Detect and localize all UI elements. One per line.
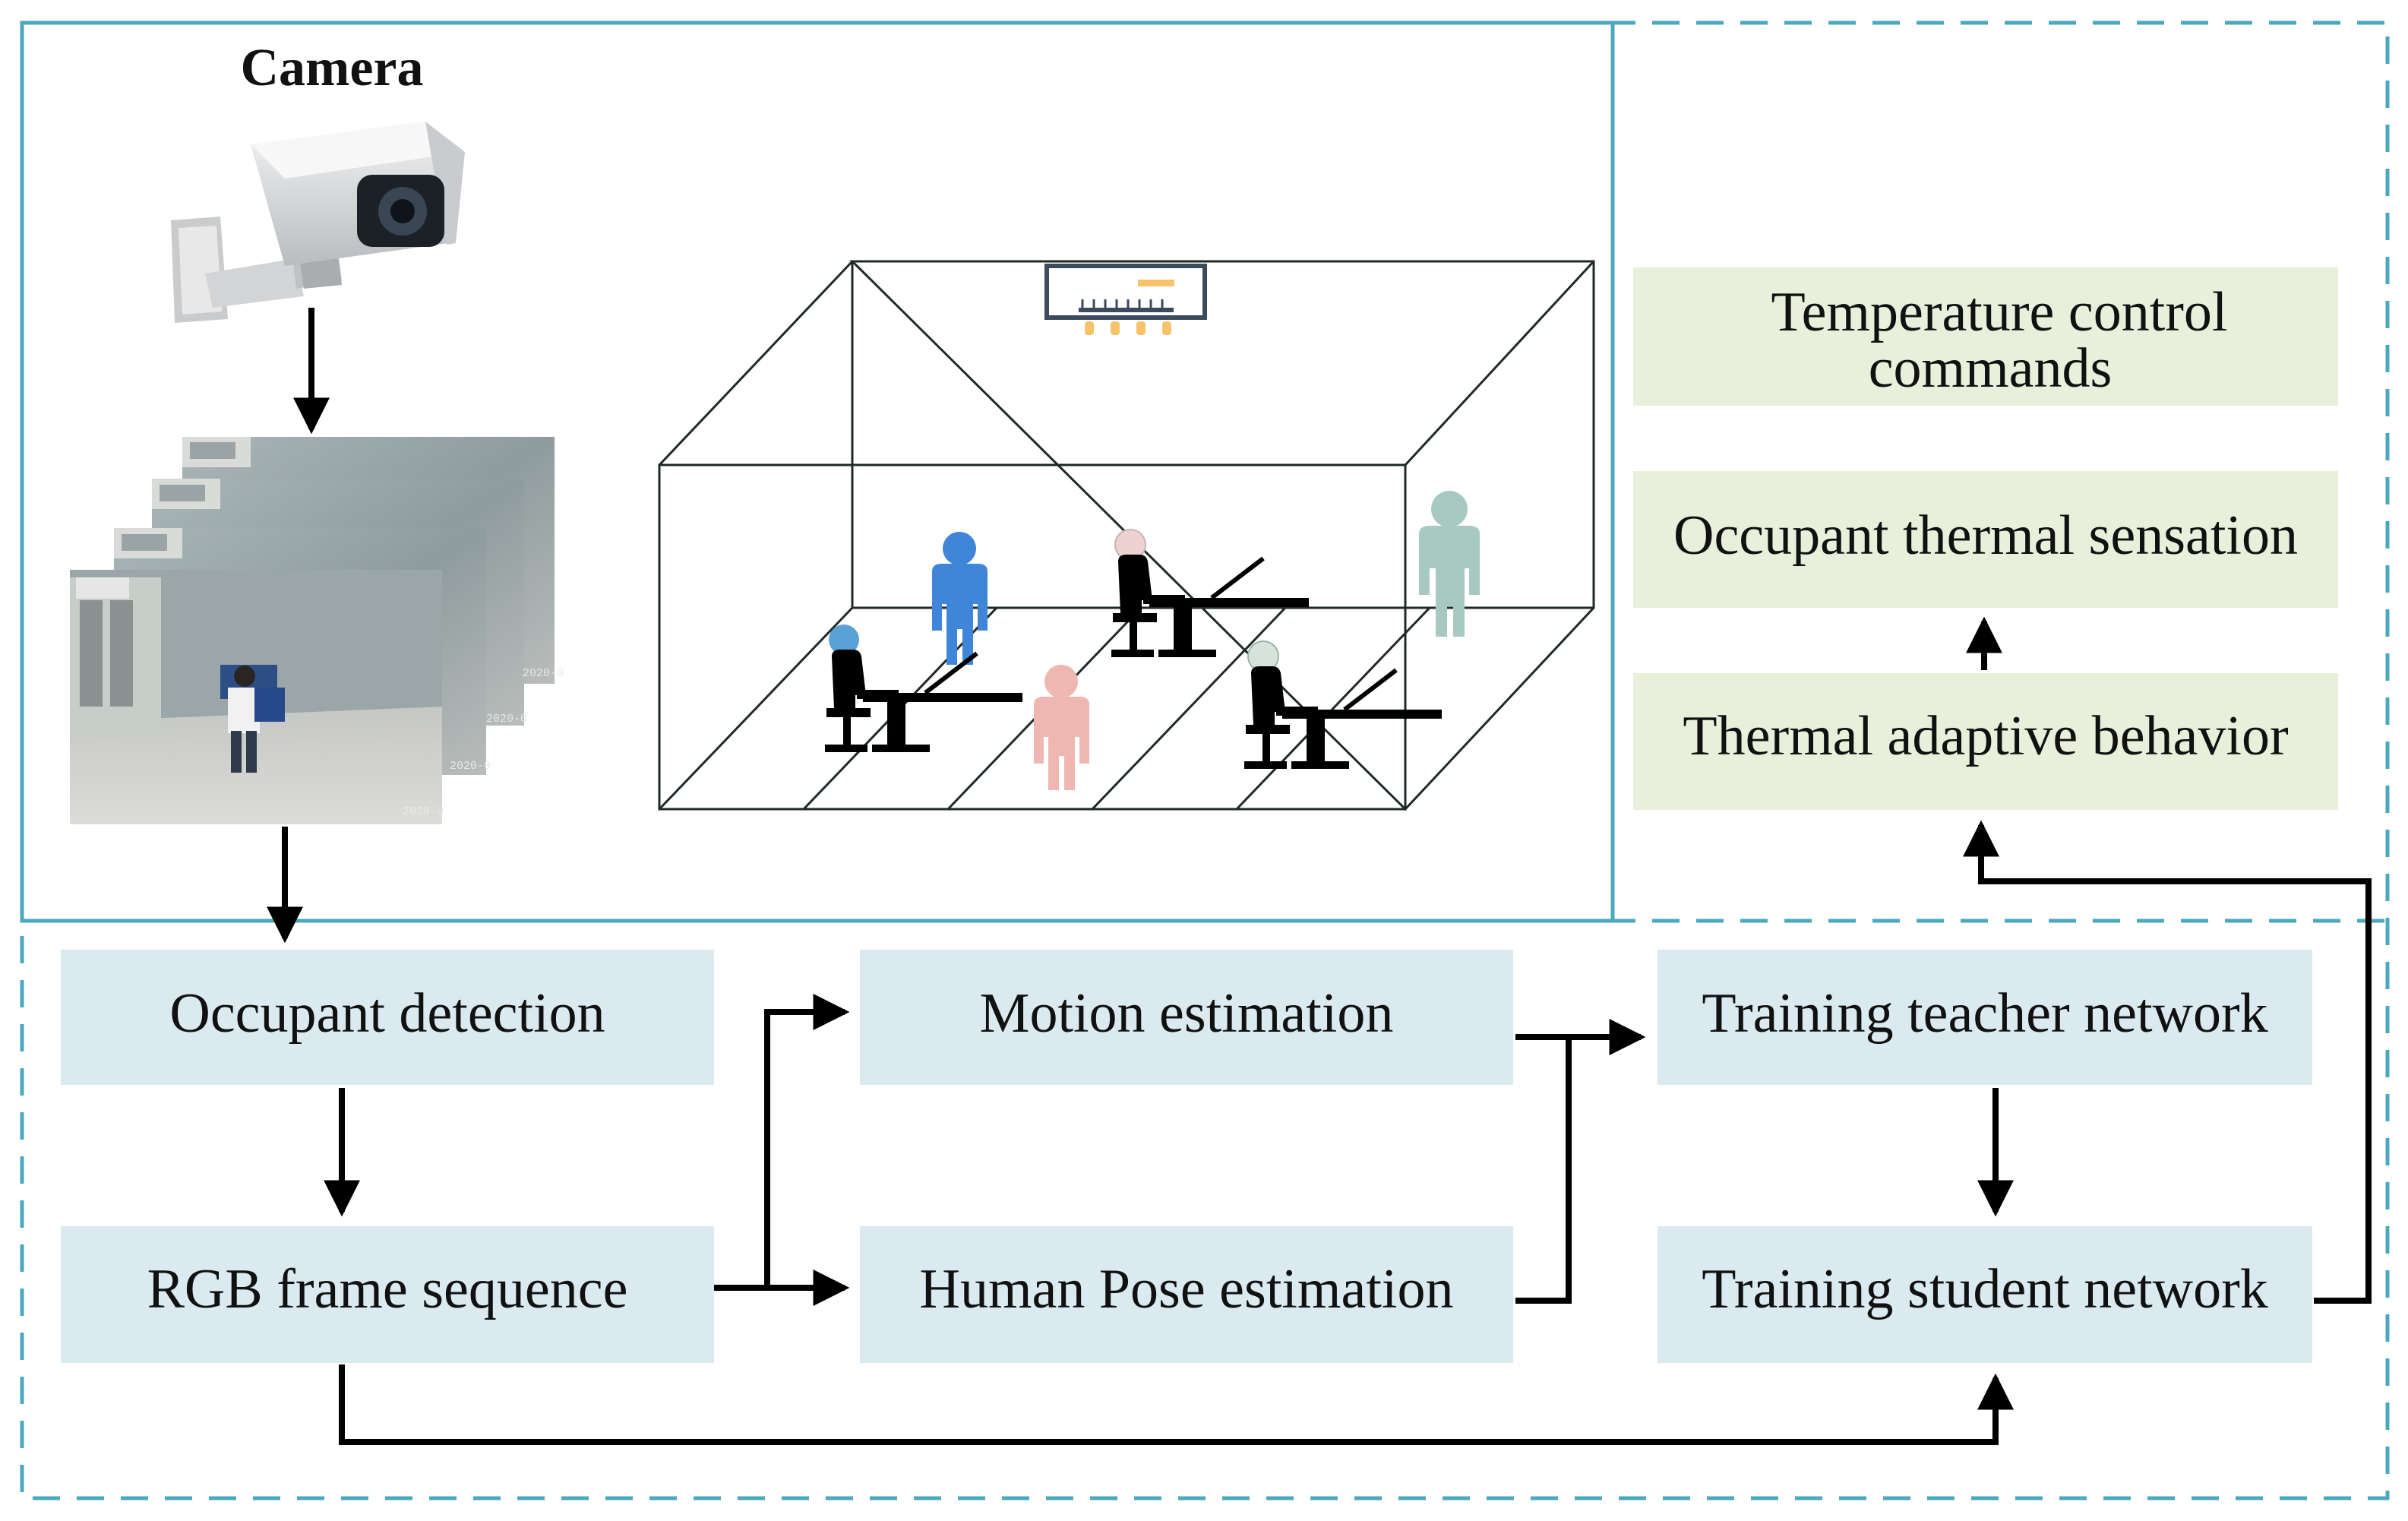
thermal-sensation-box: Occupant thermal sensation: [1633, 471, 2338, 608]
motion-estimation-box: Motion estimation: [860, 950, 1513, 1085]
training-teacher-box: Training teacher network: [1657, 950, 2312, 1085]
thermal-sensation-label: Occupant thermal sensation: [1673, 504, 2298, 567]
arrow-rgb-to-student: [339, 1364, 2014, 1445]
temperature-control-box: Temperature control commands: [1633, 267, 2338, 406]
rgb-frame-sequence-box: RGB frame sequence: [61, 1226, 714, 1363]
flow-arrows: [324, 616, 2372, 1445]
standing-person-icon: [1034, 665, 1089, 790]
occupant-detection-label: Occupant detection: [169, 982, 605, 1045]
frame-timestamp-3: 2020-0: [486, 713, 527, 726]
thermal-behavior-label: Thermal adaptive behavior: [1683, 705, 2288, 767]
arrow-student-to-behavior: [1963, 820, 2372, 1304]
air-conditioner-icon: [1044, 264, 1207, 335]
training-student-box: Training student network: [1657, 1226, 2312, 1363]
standing-person-icon: [932, 532, 988, 665]
camera-label: Camera: [240, 39, 423, 97]
human-pose-estimation-box: Human Pose estimation: [860, 1226, 1513, 1363]
arrow-rgb-to-motion: [714, 994, 850, 1291]
training-teacher-label: Training teacher network: [1702, 982, 2267, 1045]
frame-timestamp-2: 2020-0: [450, 760, 491, 773]
room-3d: [658, 260, 1595, 811]
seated-worker-icon: [825, 625, 1022, 752]
security-camera-icon: [171, 122, 465, 323]
seated-worker-icon: [1244, 640, 1442, 769]
top-left-panel: [20, 21, 1615, 923]
rgb-frame-sequence-label: RGB frame sequence: [147, 1258, 628, 1320]
frame-timestamp-1: 2020-0: [403, 805, 444, 818]
frame-stack: 2020-0 2020-0 2020-0 2020-0: [70, 437, 564, 824]
occupant-detection-box: Occupant detection: [61, 950, 714, 1085]
frame-timestamp-4: 2020-0: [523, 667, 564, 680]
human-pose-estimation-label: Human Pose estimation: [920, 1258, 1454, 1320]
frame-1: [70, 570, 442, 824]
standing-person-icon: [1419, 491, 1480, 637]
motion-estimation-label: Motion estimation: [980, 982, 1394, 1045]
training-student-label: Training student network: [1702, 1258, 2267, 1320]
seated-worker-icon: [1111, 529, 1309, 657]
temperature-control-line-1: Temperature control: [1771, 281, 2228, 343]
top-left-panel-border: [20, 21, 1615, 923]
temperature-control-line-2: commands: [1869, 337, 2113, 400]
thermal-behavior-box: Thermal adaptive behavior: [1633, 673, 2338, 810]
arrow-pose-to-teacher: [1515, 1037, 1572, 1304]
